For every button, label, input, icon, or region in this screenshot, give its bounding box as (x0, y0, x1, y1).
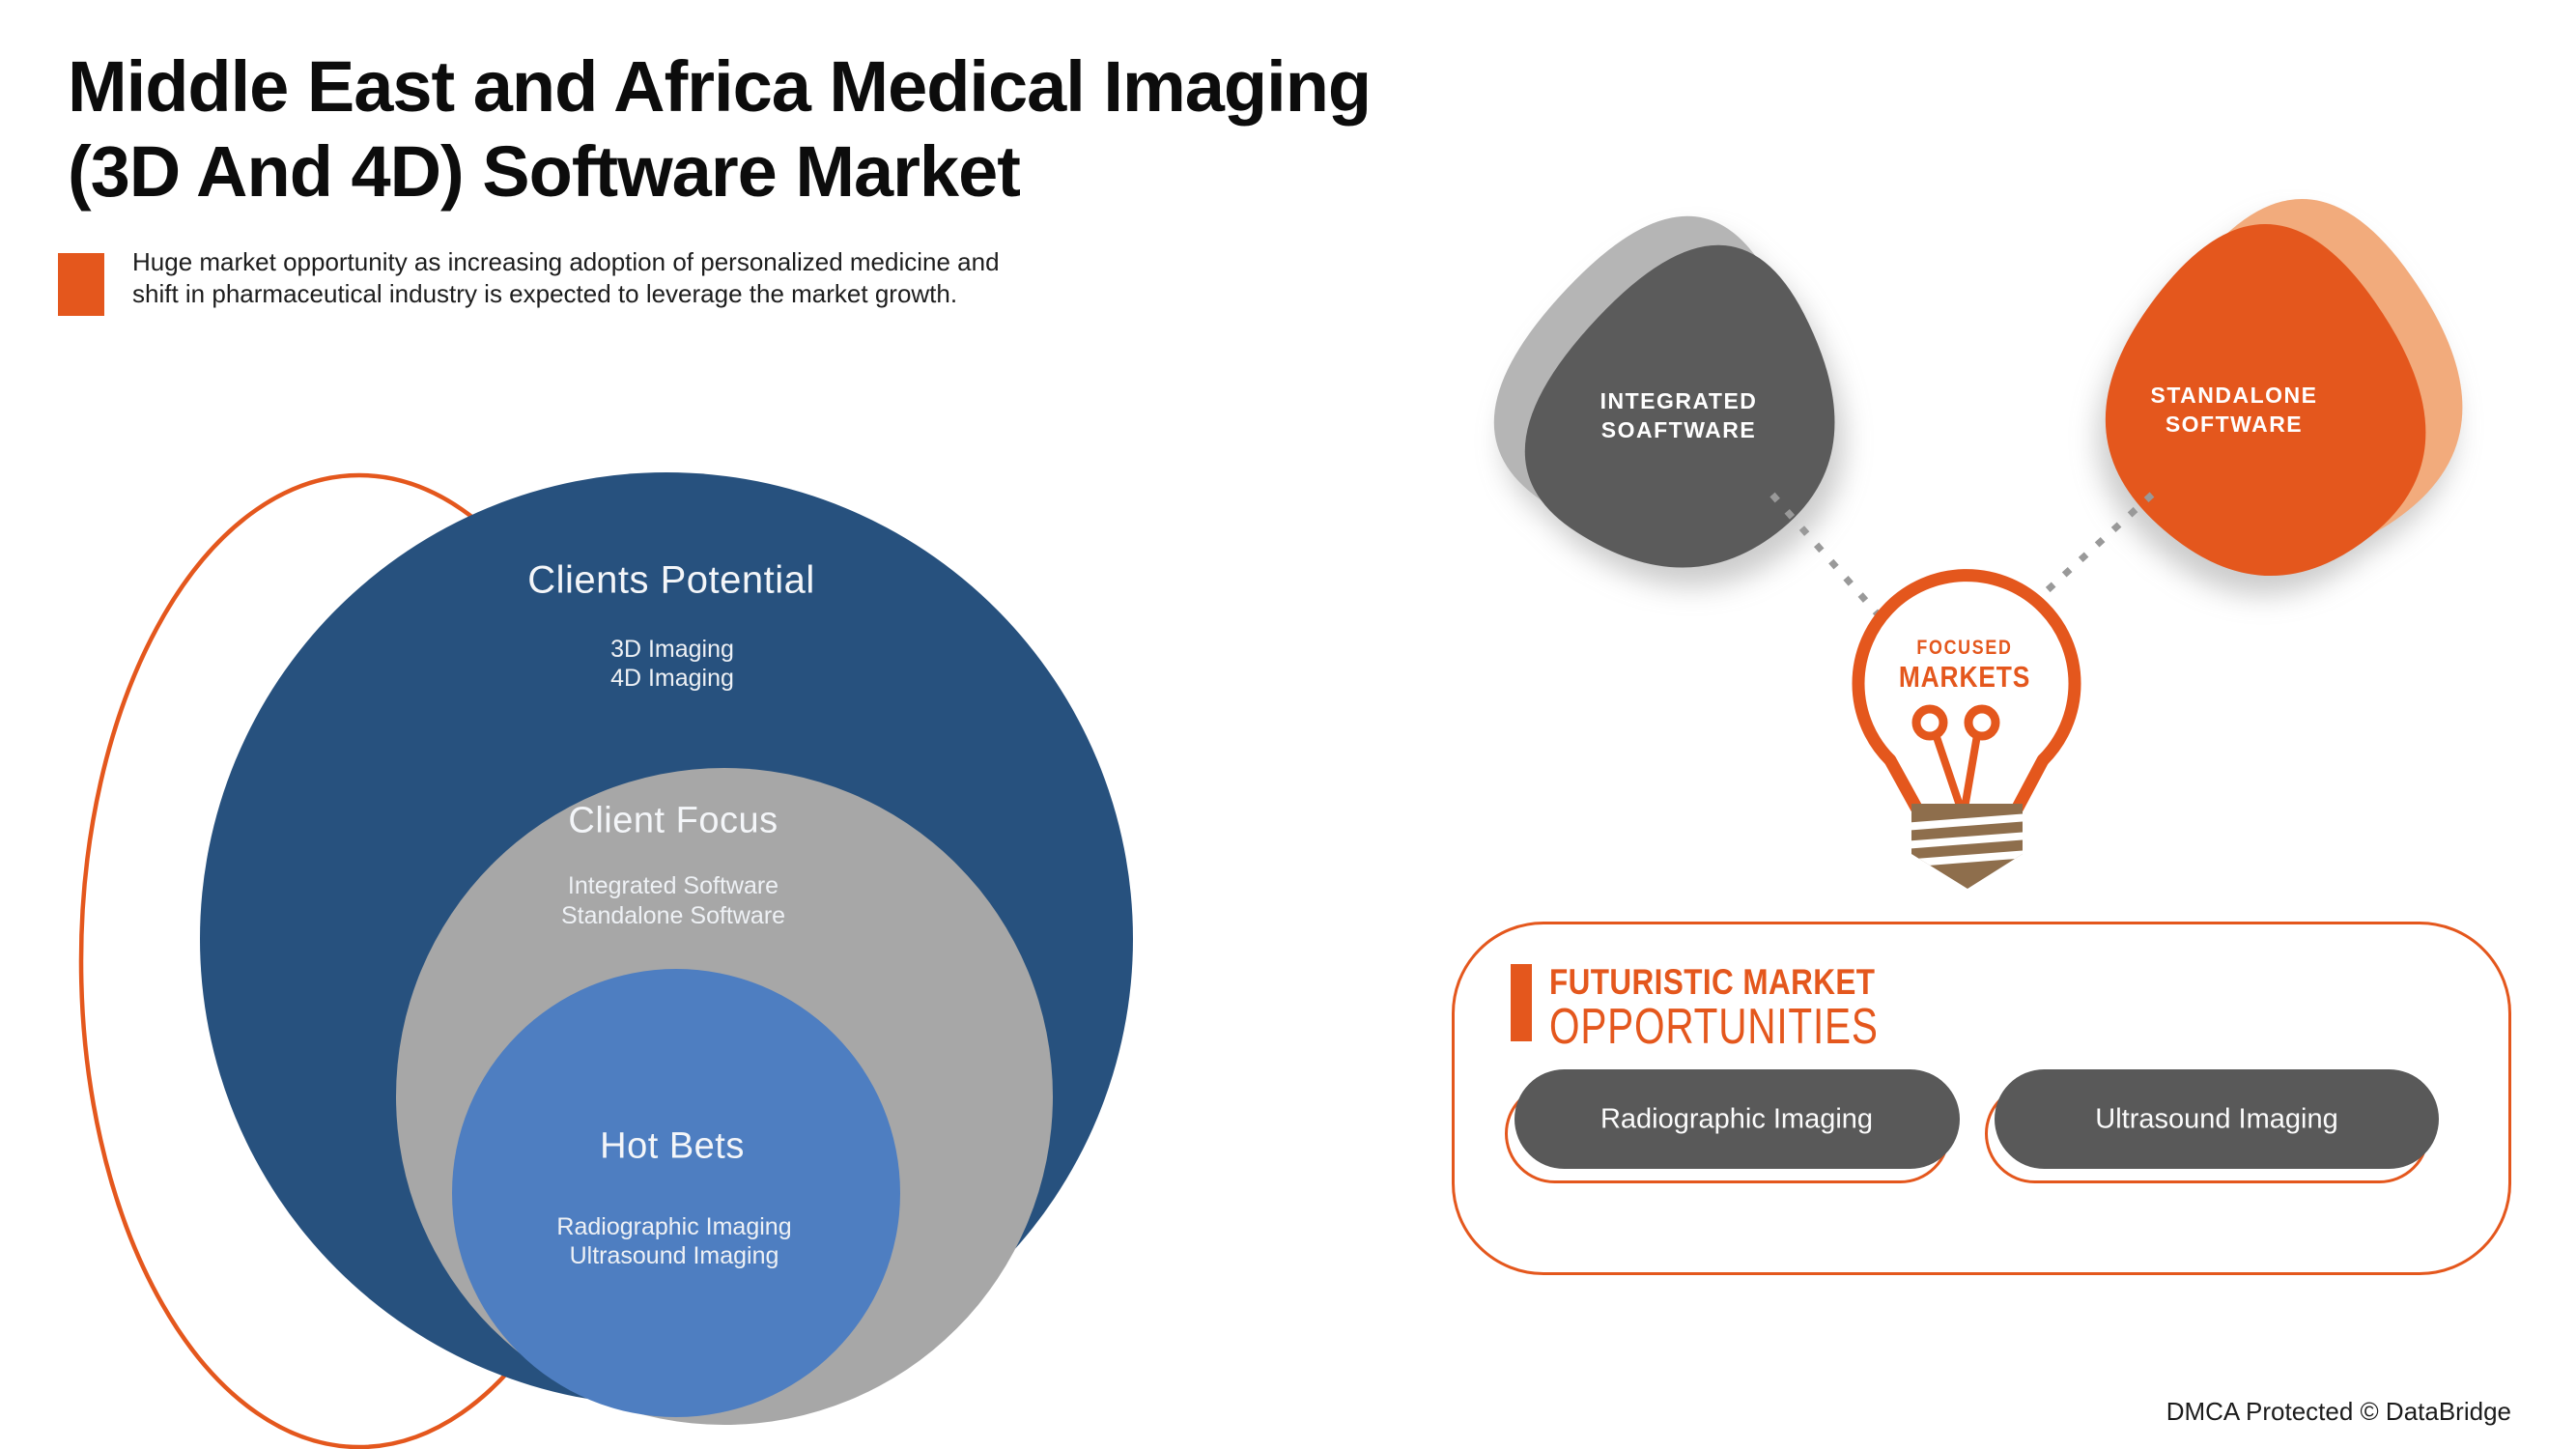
pill-ultrasound-label: Ultrasound Imaging (2095, 1103, 2338, 1135)
venn-inner-items: Radiographic Imaging Ultrasound Imaging (556, 1212, 791, 1270)
standalone-blob-shape (2105, 224, 2426, 577)
venn-outer-item-1: 3D Imaging (610, 636, 734, 663)
standalone-software-label: STANDALONE SOFTWARE (2150, 381, 2317, 439)
bulb-filament-loop-left (1911, 704, 1948, 741)
bulb-neck-lines (1883, 753, 2050, 814)
bulb-filament-loop-right (1964, 704, 2000, 741)
venn-inner-circle (452, 969, 900, 1417)
page-subtitle: Huge market opportunity as increasing ad… (132, 246, 1000, 310)
dmca-copyright: DMCA Protected © DataBridge (2166, 1397, 2511, 1426)
integrated-software-label: INTEGRATED SOAFTWARE (1600, 386, 1758, 444)
page-subtitle-line2: shift in pharmaceutical industry is expe… (132, 279, 958, 308)
venn-outer-items: 3D Imaging 4D Imaging (610, 635, 734, 693)
pill-ultrasound-imaging (1995, 1069, 2439, 1169)
venn-outer-title: Clients Potential (527, 558, 815, 602)
venn-middle-item-2: Standalone Software (560, 902, 786, 929)
opportunities-heading-line2: OPPORTUNITIES (1549, 999, 1879, 1055)
venn-middle-title: Client Focus (568, 800, 778, 841)
opportunities-heading: FUTURISTIC MARKET OPPORTUNITIES (1511, 962, 1971, 1055)
integrated-label-line2: SOAFTWARE (1600, 417, 1757, 442)
venn-inner-item-2: Ultrasound Imaging (569, 1242, 779, 1269)
focused-markets-label-line1: FOCUSED (1916, 637, 2013, 659)
pill-radiographic-imaging (1514, 1069, 1960, 1169)
focused-markets-label-line2: MARKETS (1898, 660, 2031, 694)
page-subtitle-line1: Huge market opportunity as increasing ad… (132, 247, 1000, 276)
bulb-filament-wires (1932, 730, 1981, 807)
standalone-label-line2: SOFTWARE (2165, 412, 2304, 437)
venn-inner-title: Hot Bets (600, 1125, 745, 1167)
bulb-glass-outline (1852, 569, 2081, 765)
subtitle-bullet-square (58, 253, 104, 316)
venn-middle-item-1: Integrated Software (567, 872, 779, 899)
pill-radiographic-label: Radiographic Imaging (1599, 1103, 1874, 1135)
venn-outer-item-2: 4D Imaging (610, 665, 734, 692)
opportunities-heading-lines: FUTURISTIC MARKET OPPORTUNITIES (1549, 962, 1971, 1055)
venn-inner-item-1: Radiographic Imaging (556, 1213, 792, 1240)
standalone-software-blob (2105, 199, 2463, 577)
opportunities-heading-bar (1511, 964, 1532, 1041)
opportunities-panel (1452, 922, 2511, 1275)
integrated-software-blob (1493, 215, 1835, 568)
standalone-label-line1: STANDALONE (2150, 383, 2318, 408)
lightbulb-icon (1852, 569, 2081, 889)
opportunities-heading-line1: FUTURISTIC MARKET (1549, 962, 1876, 1002)
page-title-line1: Middle East and Africa Medical Imaging (68, 46, 1372, 127)
page-title: Middle East and Africa Medical Imaging (… (68, 44, 1372, 214)
page-title-line2: (3D And 4D) Software Market (68, 131, 1021, 212)
integrated-label-line1: INTEGRATED (1599, 388, 1758, 413)
dashed-connector-right (2037, 492, 2155, 600)
dashed-connector-left (1769, 492, 1889, 627)
integrated-blob-shape (1524, 244, 1835, 568)
venn-middle-items: Integrated Software Standalone Software (561, 871, 785, 931)
